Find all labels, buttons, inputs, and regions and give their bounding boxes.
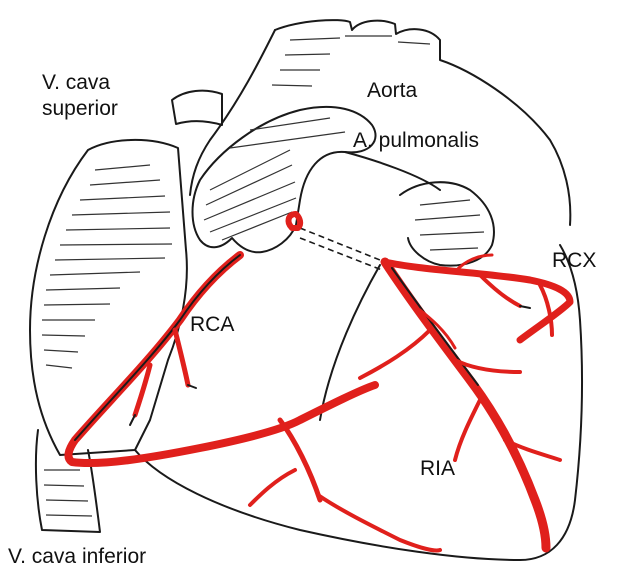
dashed-connection-2: [300, 238, 382, 270]
dashed-connection: [300, 228, 385, 262]
atrial-appendage-shape: [400, 182, 494, 265]
label-vena-cava-superior-line2: superior: [42, 98, 118, 119]
ria-artery: [360, 262, 560, 548]
label-aorta: Aorta: [367, 80, 417, 101]
label-rcx: RCX: [552, 250, 596, 271]
label-vena-cava-superior-line1: V. cava: [42, 72, 110, 93]
label-arteria-pulmonalis: A. pulmonalis: [353, 130, 479, 151]
vena-cava-superior-shape: [30, 91, 222, 455]
aorta-shape: [190, 20, 570, 225]
label-vena-cava-inferior: V. cava inferior: [8, 546, 146, 567]
label-ria: RIA: [420, 458, 455, 479]
label-rca: RCA: [190, 314, 234, 335]
